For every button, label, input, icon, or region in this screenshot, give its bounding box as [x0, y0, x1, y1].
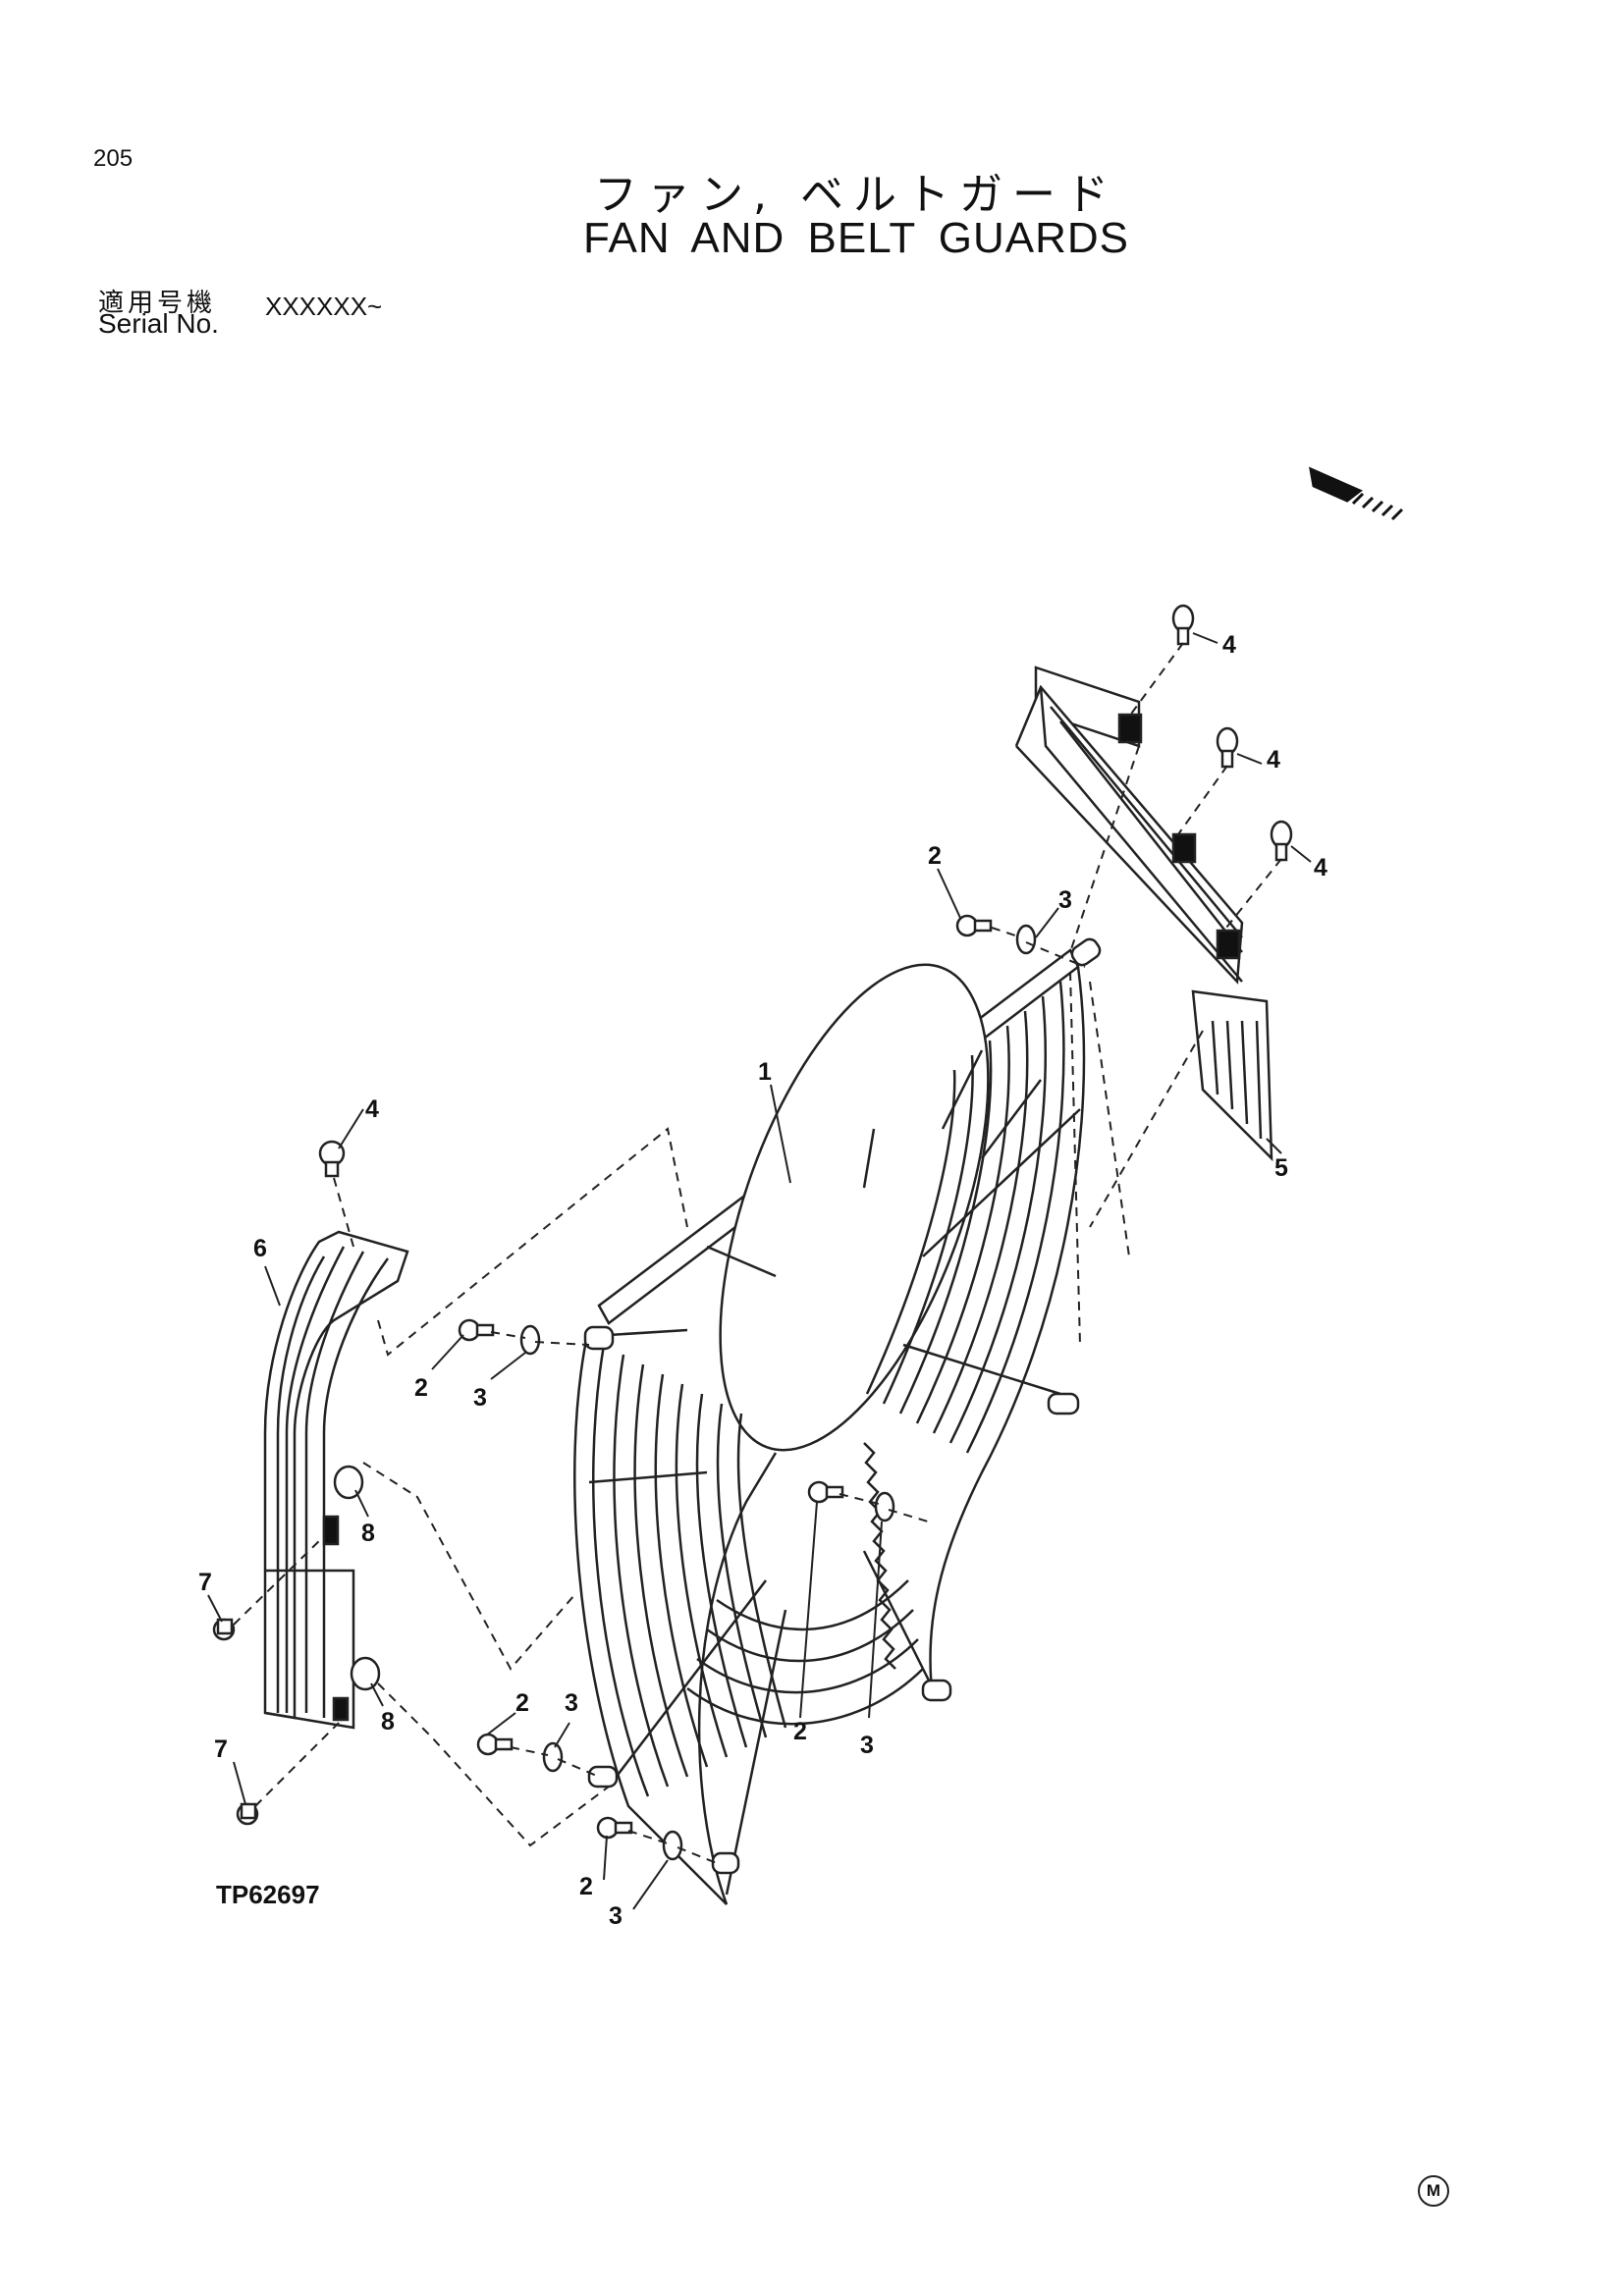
callout-8: 8: [361, 1520, 375, 1547]
callout-3c: 3: [565, 1689, 578, 1717]
callout-3b: 3: [473, 1384, 487, 1412]
callout-4b: 4: [1267, 746, 1280, 774]
callout-3e: 3: [860, 1732, 874, 1759]
serial-label-english: Serial No.: [98, 308, 219, 339]
callout-3: 3: [1058, 886, 1072, 914]
page-number: 205: [93, 145, 134, 172]
callout-labels: 1 2 3 4 4 4 4 5 6 2 3 8 8 7 7 2 3 2 3 2 …: [198, 631, 1327, 1930]
assembly-lines: [233, 642, 1282, 1864]
title-english: FAN AND BELT GUARDS: [583, 214, 1129, 262]
callout-2: 2: [928, 842, 942, 870]
callout-7: 7: [198, 1569, 212, 1596]
belt-guard-right: [1014, 666, 1273, 1162]
drawing-code: TP62697: [216, 1880, 320, 1909]
serial-value: XXXXXX~: [265, 292, 383, 321]
fan-guard-main: [573, 937, 1102, 1905]
callout-3d: 3: [609, 1902, 623, 1930]
footer-mark: M: [1418, 2175, 1449, 2207]
leader-lines: [207, 632, 1312, 1910]
title-japanese: ファン, ベルトガード: [594, 170, 1118, 220]
callout-7b: 7: [214, 1735, 228, 1763]
callout-4: 4: [1222, 631, 1236, 659]
callout-8b: 8: [381, 1708, 395, 1735]
direction-arrow-icon: [1309, 466, 1404, 521]
callout-2d: 2: [579, 1873, 593, 1900]
callout-1: 1: [758, 1058, 772, 1086]
callout-2c: 2: [515, 1689, 529, 1717]
callout-4d: 4: [365, 1095, 379, 1123]
callout-5: 5: [1274, 1154, 1288, 1182]
callout-2e: 2: [793, 1718, 807, 1745]
belt-guard-left: [263, 1230, 409, 1730]
serial-label-japanese: 適用号機: [98, 289, 217, 318]
fasteners: [212, 604, 1293, 1861]
callout-2b: 2: [414, 1374, 428, 1402]
callout-4c: 4: [1314, 854, 1327, 881]
callout-6: 6: [253, 1235, 267, 1262]
